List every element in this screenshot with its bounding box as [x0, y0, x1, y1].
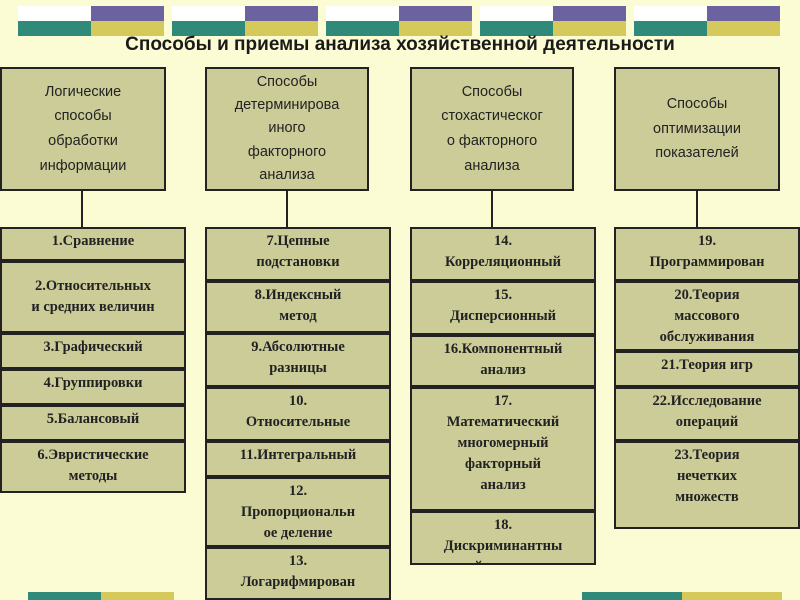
- item-10-relative-differences: 10. Относительные разницы: [205, 387, 391, 441]
- connector-col3: [491, 191, 493, 227]
- item-4-groupings: 4.Группировки: [0, 369, 186, 405]
- item-17-multivariate: 17. Математический многомерный факторный…: [410, 387, 596, 511]
- item-15-dispersion: 15. Дисперсионный анализ: [410, 281, 596, 335]
- bottom-decoration-1: [28, 592, 174, 600]
- item-11-integral: 11.Интегральный: [205, 441, 391, 477]
- header-logical-methods: Логические способы обработки информации: [0, 67, 166, 191]
- connector-col1: [81, 191, 83, 227]
- top-decoration-3: [326, 6, 472, 36]
- item-1-comparison: 1.Сравнение: [0, 227, 186, 261]
- top-decoration-4: [480, 6, 626, 36]
- item-6-heuristic: 6.Эвристические методы: [0, 441, 186, 493]
- item-18-discriminant: 18. Дискриминантны й анализ: [410, 511, 596, 565]
- connector-col2: [286, 191, 288, 227]
- item-14-correlation: 14. Корреляционный: [410, 227, 596, 281]
- item-7-chain-substitution: 7.Цепные подстановки: [205, 227, 391, 281]
- item-20-queueing-theory: 20.Теория массового обслуживания: [614, 281, 800, 351]
- item-13-logarithm: 13. Логарифмирован: [205, 547, 391, 600]
- header-deterministic-analysis: Способы детерминирова иного факторного а…: [205, 67, 369, 191]
- item-2-relative-average: 2.Относительных и средних величин: [0, 261, 186, 333]
- item-16-component: 16.Компонентный анализ: [410, 335, 596, 387]
- item-22-operations-research: 22.Исследование операций: [614, 387, 800, 441]
- item-23-fuzzy-sets: 23.Теория нечетких множеств: [614, 441, 800, 529]
- item-19-programming: 19. Программирован: [614, 227, 800, 281]
- item-8-index-method: 8.Индексный метод: [205, 281, 391, 333]
- top-decoration-1: [18, 6, 164, 36]
- page-title: Способы и приемы анализа хозяйственной д…: [125, 34, 675, 55]
- header-optimization: Способы оптимизации показателей: [614, 67, 780, 191]
- top-decoration-2: [172, 6, 318, 36]
- item-21-game-theory: 21.Теория игр: [614, 351, 800, 387]
- item-12-proportional-division: 12. Пропорциональн ое деление: [205, 477, 391, 547]
- item-3-graphical: 3.Графический: [0, 333, 186, 369]
- bottom-decoration-2: [582, 592, 782, 600]
- connector-col4: [696, 191, 698, 227]
- item-9-absolute-differences: 9.Абсолютные разницы: [205, 333, 391, 387]
- item-5-balance: 5.Балансовый: [0, 405, 186, 441]
- top-decoration-5: [634, 6, 780, 36]
- header-stochastic-analysis: Способы стохастическог о факторного анал…: [410, 67, 574, 191]
